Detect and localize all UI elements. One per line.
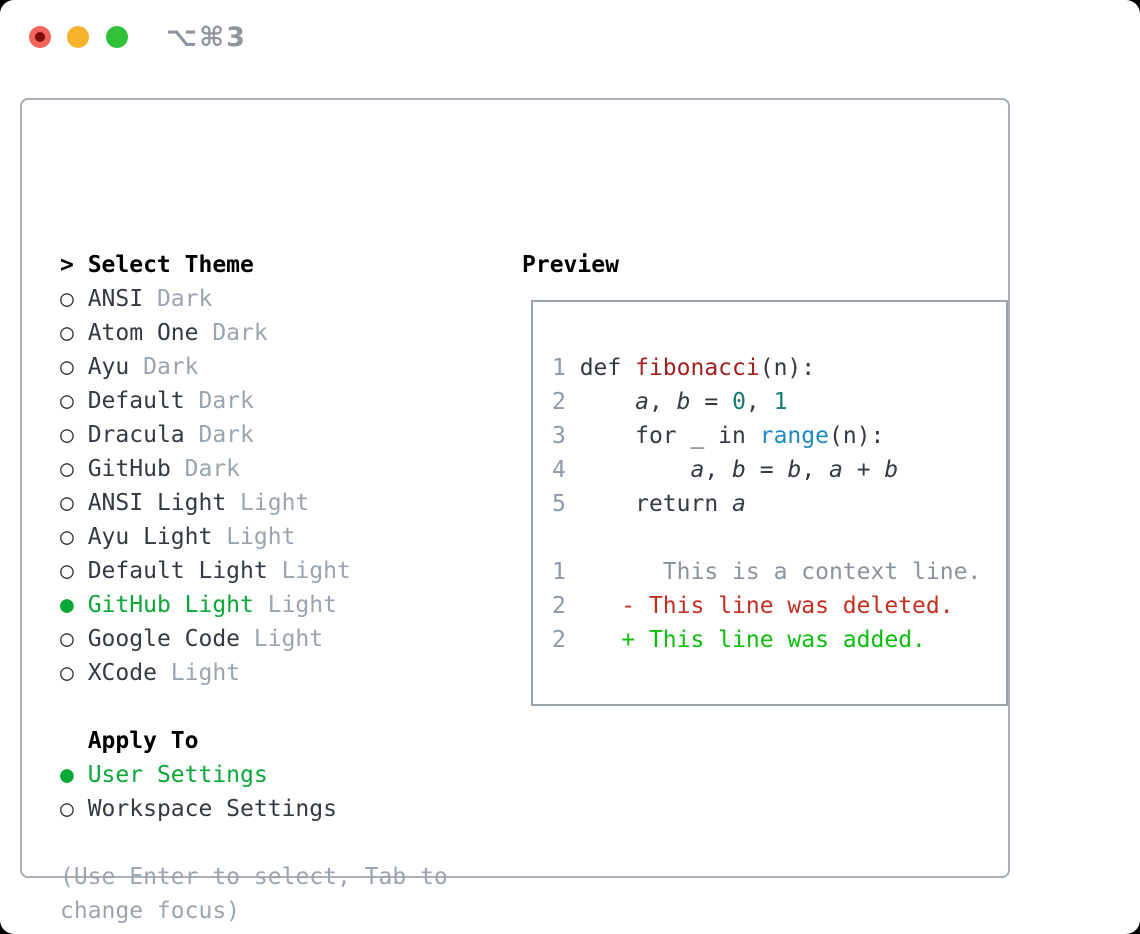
theme-name: Default Light [73, 558, 268, 584]
theme-variant: Dark [170, 456, 241, 482]
title-bar: ⌥⌘3 [0, 0, 1140, 76]
theme-name: XCode [73, 660, 157, 686]
theme-option-dracula[interactable]: ○ Dracula Dark [60, 418, 448, 452]
minimize-button[interactable] [67, 26, 89, 48]
hint-text: change focus) [60, 898, 241, 924]
radio-unselected-icon: ○ [60, 558, 74, 584]
theme-list: > Select Theme○ ANSI Dark○ Atom One Dark… [60, 248, 448, 928]
theme-option-ayu-light[interactable]: ○ Ayu Light Light [60, 520, 448, 554]
theme-variant: Dark [184, 388, 254, 414]
code-line: 3 for _ in range(n): [552, 423, 885, 449]
theme-name: Dracula [73, 422, 185, 448]
theme-option-google-code[interactable]: ○ Google Code Light [60, 622, 448, 656]
theme-option-github[interactable]: ○ GitHub Dark [60, 452, 448, 486]
line-number: 5 [552, 491, 580, 517]
spacer [60, 690, 448, 724]
theme-option-atom-one[interactable]: ○ Atom One Dark [60, 316, 448, 350]
code-preview: 1 def fibonacci(n): 2 a, b = 0, 1 3 for _ … [552, 351, 981, 657]
select-theme-header: > Select Theme [60, 248, 448, 282]
line-number: 2 [552, 627, 566, 653]
diff-line-add: 2 + This line was added. [552, 623, 981, 657]
select-theme-header-label: > Select Theme [60, 252, 254, 278]
diff-line-ctx: 1 This is a context line. [552, 555, 981, 589]
theme-option-default[interactable]: ○ Default Dark [60, 384, 448, 418]
diff-add-text: + This line was added. [565, 627, 926, 653]
apply-to-header-label: Apply To [60, 728, 199, 754]
theme-name: Ayu [73, 354, 130, 380]
theme-variant: Light [226, 490, 310, 516]
diff-context-text: This is a context line. [565, 559, 982, 585]
spacer [60, 826, 448, 860]
line-number: 2 [552, 389, 580, 415]
code-line: 2 a, b = 0, 1 [552, 389, 788, 415]
close-button[interactable] [29, 26, 51, 48]
line-number: 1 [552, 559, 566, 585]
radio-unselected-icon: ○ [60, 796, 74, 822]
theme-variant: Light [267, 558, 351, 584]
diff-line-del: 2 - This line was deleted. [552, 589, 981, 623]
radio-unselected-icon: ○ [60, 354, 74, 380]
theme-name: Default [73, 388, 185, 414]
radio-selected-icon: ● [60, 762, 74, 788]
theme-variant: Light [156, 660, 241, 686]
theme-variant: Dark [129, 354, 199, 380]
line-number: 1 [552, 355, 580, 381]
theme-option-xcode[interactable]: ○ XCode Light [60, 656, 448, 690]
code-line: 1 def fibonacci(n): [552, 355, 816, 381]
radio-unselected-icon: ○ [60, 626, 74, 652]
hint-line: (Use Enter to select, Tab to [60, 860, 448, 894]
radio-unselected-icon: ○ [60, 490, 74, 516]
theme-variant: Light [240, 626, 324, 652]
theme-picker-panel: > Select Theme○ ANSI Dark○ Atom One Dark… [20, 98, 1010, 924]
line-number: 2 [552, 593, 566, 619]
hint-line: change focus) [60, 894, 448, 928]
theme-variant: Dark [143, 286, 213, 312]
theme-variant: Dark [184, 422, 254, 448]
code-line: 4 a, b = b, a + b [552, 457, 899, 483]
radio-unselected-icon: ○ [60, 422, 74, 448]
theme-option-ansi-light[interactable]: ○ ANSI Light Light [60, 486, 448, 520]
preview-title: Preview [522, 252, 619, 278]
radio-unselected-icon: ○ [60, 456, 74, 482]
apply-option-workspace-settings[interactable]: ○ Workspace Settings [60, 792, 448, 826]
line-number: 4 [552, 457, 580, 483]
theme-variant: Dark [198, 320, 268, 346]
preview-box: 1 def fibonacci(n): 2 a, b = 0, 1 3 for _ … [531, 300, 1008, 706]
apply-target-name: Workspace Settings [73, 796, 337, 822]
window-title: ⌥⌘3 [166, 22, 247, 53]
zoom-button[interactable] [106, 26, 128, 48]
radio-unselected-icon: ○ [60, 286, 74, 312]
theme-option-default-light[interactable]: ○ Default Light Light [60, 554, 448, 588]
theme-variant: Light [253, 592, 337, 618]
theme-name: Atom One [73, 320, 199, 346]
theme-name: Google Code [73, 626, 241, 652]
apply-target-name: User Settings [73, 762, 268, 788]
hint-text: (Use Enter to select, Tab to [60, 864, 448, 890]
theme-option-ansi[interactable]: ○ ANSI Dark [60, 282, 448, 316]
apply-to-header: Apply To [60, 724, 448, 758]
theme-variant: Light [212, 524, 296, 550]
theme-name: Ayu Light [73, 524, 213, 550]
radio-unselected-icon: ○ [60, 388, 74, 414]
diff-del-text: - This line was deleted. [565, 593, 954, 619]
theme-name: ANSI Light [73, 490, 227, 516]
close-dot-icon [35, 32, 45, 42]
radio-unselected-icon: ○ [60, 660, 74, 686]
theme-name: ANSI [73, 286, 144, 312]
apply-option-user-settings[interactable]: ● User Settings [60, 758, 448, 792]
radio-unselected-icon: ○ [60, 524, 74, 550]
theme-option-github-light[interactable]: ● GitHub Light Light [60, 588, 448, 622]
line-number: 3 [552, 423, 580, 449]
theme-name: GitHub [73, 456, 171, 482]
radio-selected-icon: ● [60, 592, 74, 618]
code-line: 5 return a [552, 491, 746, 517]
theme-name: GitHub Light [73, 592, 254, 618]
spacer [552, 521, 981, 555]
theme-option-ayu[interactable]: ○ Ayu Dark [60, 350, 448, 384]
radio-unselected-icon: ○ [60, 320, 74, 346]
